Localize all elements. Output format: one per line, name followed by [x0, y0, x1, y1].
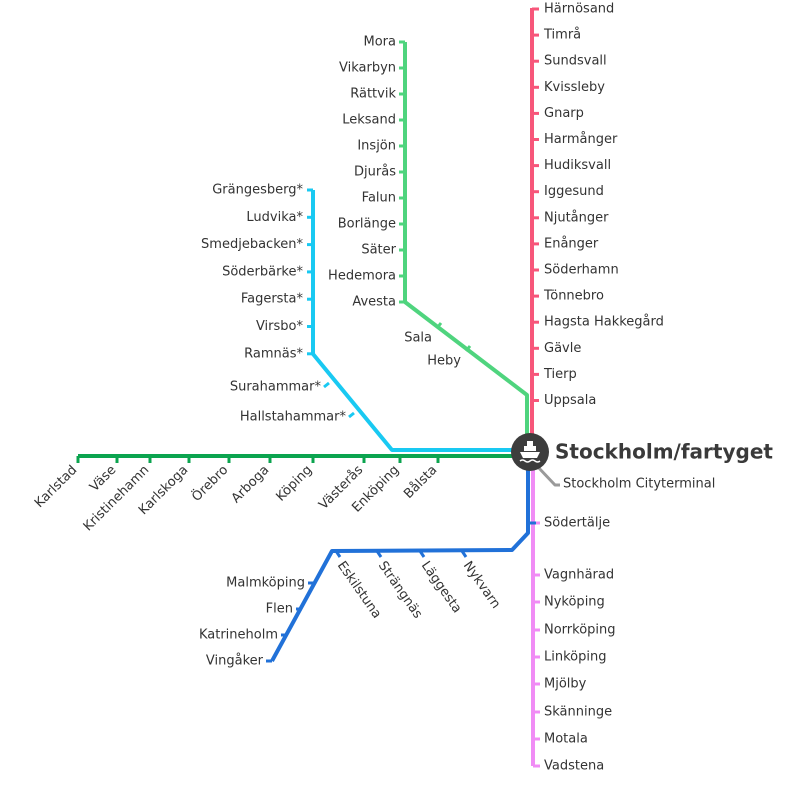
station-label[interactable]: Vingåker [206, 654, 264, 669]
station-label[interactable]: Läggesta [418, 559, 464, 616]
station-label[interactable]: Leksand [342, 113, 396, 128]
station-label[interactable]: Köping [273, 463, 315, 505]
station-tick [435, 322, 443, 329]
station-label[interactable]: Södertälje [544, 516, 610, 531]
station-tick [334, 550, 342, 558]
station-label[interactable]: Flen [266, 602, 293, 617]
station-label[interactable]: Falun [362, 191, 396, 206]
station-label[interactable]: Enånger [544, 236, 599, 251]
station-label[interactable]: Malmköping [226, 576, 305, 591]
station-label[interactable]: Djurås [354, 165, 396, 180]
station-label[interactable]: Mjölby [544, 677, 587, 692]
station-label[interactable]: Mora [364, 35, 396, 50]
station-label[interactable]: Iggesund [544, 184, 604, 199]
station-tick [323, 381, 330, 389]
station-label[interactable]: Harmånger [544, 132, 618, 147]
station-label[interactable]: Karlstad [32, 463, 80, 511]
station-label[interactable]: Uppsala [544, 393, 596, 408]
station-label[interactable]: Härnösand [544, 2, 614, 17]
line-cityterminal [535, 464, 560, 487]
station-label[interactable]: Vagnhärad [544, 568, 614, 583]
station-label[interactable]: Smedjebacken* [201, 237, 303, 252]
station-label[interactable]: Gävle [544, 341, 581, 356]
station-label[interactable]: Insjön [357, 139, 396, 154]
ship-cabin [524, 446, 536, 451]
station-label[interactable]: Hudiksvall [544, 158, 611, 173]
station-tick [460, 550, 468, 558]
station-label[interactable]: Surahammar* [230, 380, 322, 395]
station-tick [375, 550, 383, 558]
station-label[interactable]: Tönnebro [543, 289, 604, 304]
station-label[interactable]: Norrköping [544, 623, 616, 638]
station-label[interactable]: Hedemora [328, 269, 396, 284]
station-label[interactable]: Katrineholm [199, 628, 278, 643]
station-label[interactable]: Kvissleby [544, 80, 605, 95]
station-label[interactable]: Tierp [543, 367, 577, 382]
station-label[interactable]: Ramnäs* [244, 346, 303, 361]
ship-waves [519, 459, 541, 463]
station-label[interactable]: Nykvarn [460, 559, 503, 612]
station-label[interactable]: Hallstahammar* [240, 410, 347, 425]
station-label[interactable]: Motala [544, 732, 588, 747]
station-label[interactable]: Hagsta Hakkegård [544, 315, 664, 330]
station-label[interactable]: Grängesberg* [212, 183, 303, 198]
station-label[interactable]: Linköping [544, 650, 606, 665]
station-label[interactable]: Arboga [229, 463, 273, 507]
station-label[interactable]: Borlänge [338, 217, 396, 232]
ship-funnel [527, 441, 533, 446]
station-label[interactable]: Ludvika* [246, 210, 303, 225]
station-label[interactable]: Vikarbyn [339, 61, 396, 76]
station-tick [348, 411, 355, 419]
station-tick [418, 550, 426, 558]
station-label[interactable]: Skänninge [544, 705, 612, 720]
station-label[interactable]: Stockholm Cityterminal [563, 477, 715, 492]
station-label[interactable]: Rättvik [350, 87, 396, 102]
station-label[interactable]: Säter [361, 243, 396, 258]
station-label[interactable]: Söderhamn [544, 263, 619, 278]
ship-hull [520, 452, 540, 458]
line-south-west [270, 465, 530, 662]
station-label[interactable]: Virsbo* [256, 319, 304, 334]
station-label[interactable]: Gnarp [544, 106, 584, 121]
station-label[interactable]: Fagersta* [241, 292, 304, 307]
station-label[interactable]: Söderbärke* [222, 264, 303, 279]
station-label[interactable]: Sundsvall [544, 54, 607, 69]
station-label[interactable]: Avesta [352, 295, 396, 310]
station-tick [464, 345, 472, 352]
station-label[interactable]: Bålsta [401, 463, 440, 502]
station-label[interactable]: Njutånger [544, 210, 609, 225]
station-label[interactable]: Timrå [543, 28, 581, 43]
station-label[interactable]: Heby [427, 354, 461, 369]
ship-icon [519, 441, 541, 463]
station-label[interactable]: Stockholm/fartyget [555, 440, 773, 464]
line-dalarna [403, 42, 529, 452]
station-label[interactable]: Vadstena [544, 759, 604, 774]
station-label[interactable]: Sala [404, 331, 432, 346]
station-label[interactable]: Örebro [188, 461, 232, 505]
station-label[interactable]: Nyköping [544, 595, 605, 610]
